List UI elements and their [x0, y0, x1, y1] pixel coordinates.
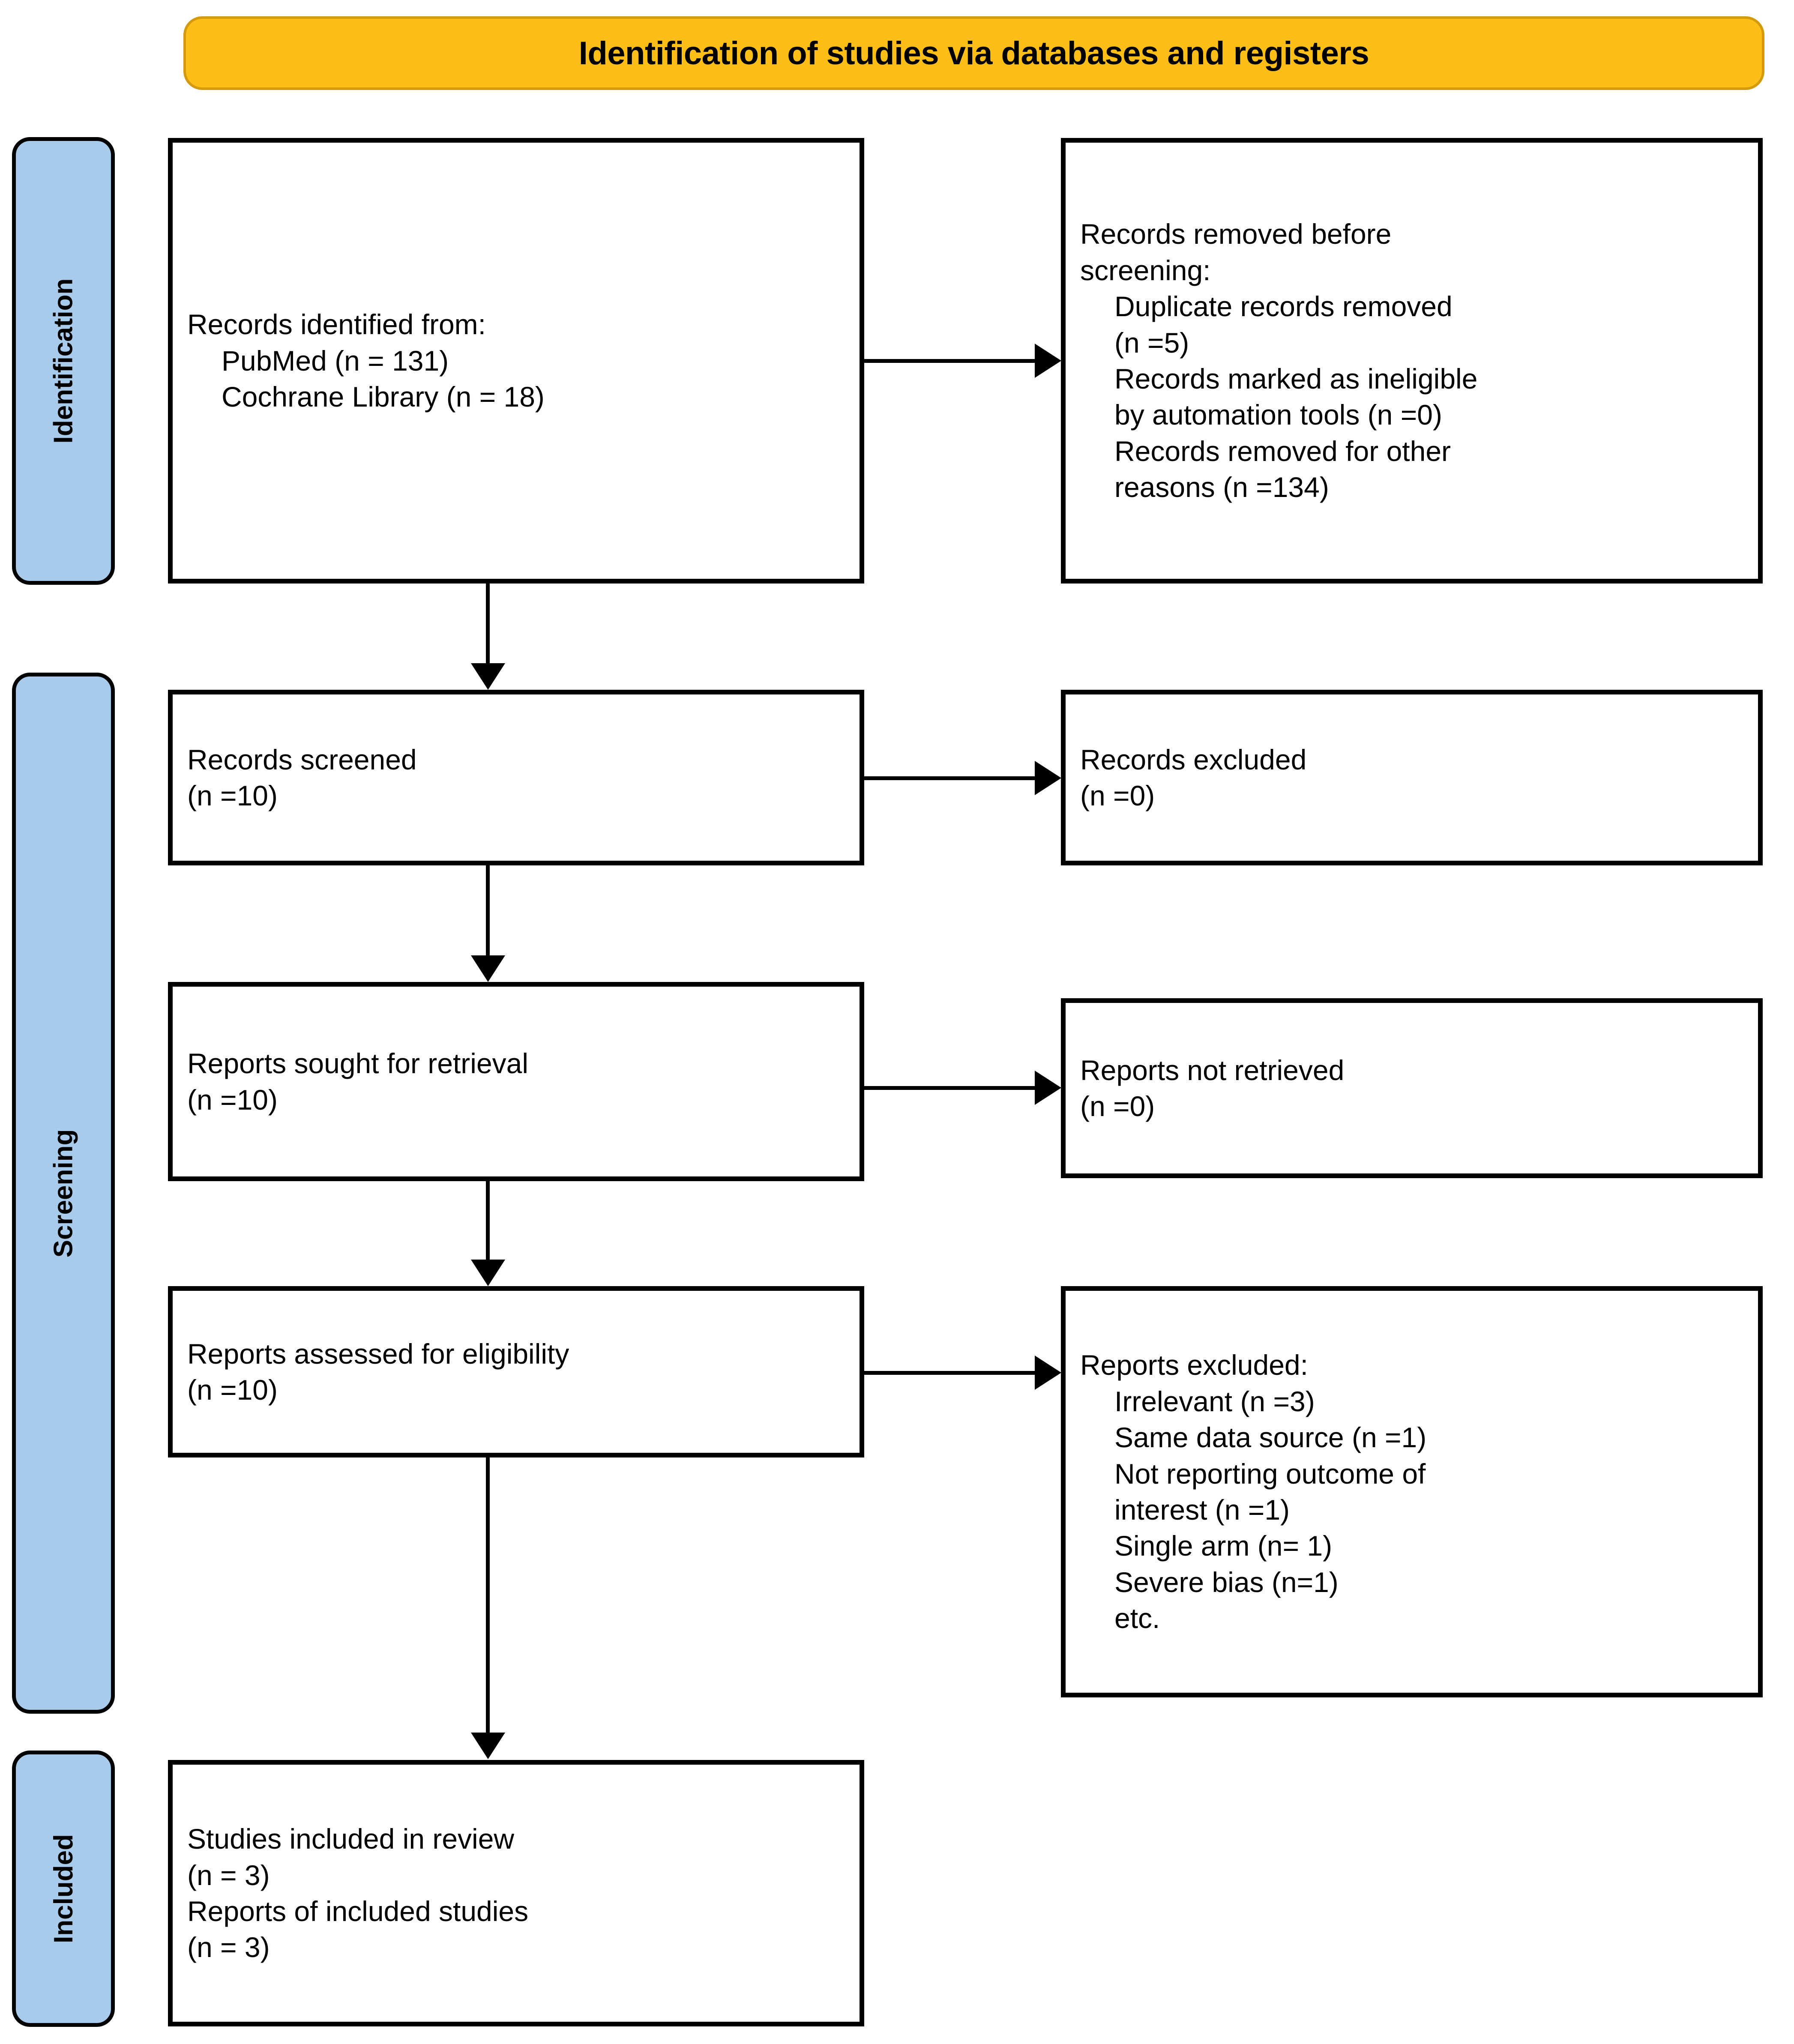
reports-assessed-count: (n =10)	[187, 1374, 278, 1406]
box-reports-sought-for-retrieval: Reports sought for retrieval (n =10)	[168, 982, 864, 1181]
box-records-excluded: Records excluded (n =0)	[1061, 690, 1763, 865]
stage-label-screening: Screening	[48, 1129, 78, 1257]
records-removed-item-other-count: reasons (n =134)	[1114, 471, 1329, 503]
connector-assessed-to-reportsexcluded-arrowhead	[1035, 1356, 1061, 1390]
connector-screened-to-excluded-arrowhead	[1035, 761, 1061, 795]
stage-label-identification: Identification	[48, 278, 78, 444]
records-identified-cochrane: Cochrane Library (n = 18)	[222, 381, 545, 413]
stage-bar-screening: Screening	[12, 673, 115, 1714]
reports-excluded-item-not-reporting-outcome: Not reporting outcome of	[1114, 1457, 1426, 1490]
reports-assessed-label: Reports assessed for eligibility	[187, 1338, 569, 1370]
studies-included-label: Studies included in review	[187, 1823, 515, 1855]
connector-identified-to-removed-arrowhead	[1035, 344, 1061, 378]
records-removed-before-emphasis: before	[1311, 218, 1392, 250]
records-removed-prefix: Records removed	[1080, 218, 1312, 250]
box-records-removed-before-screening: Records removed before screening: Duplic…	[1061, 138, 1763, 584]
records-removed-screening-emphasis: screening	[1080, 254, 1203, 286]
diagram-title: Identification of studies via databases …	[578, 35, 1369, 72]
records-removed-item-duplicate: Duplicate records removed	[1114, 290, 1453, 323]
studies-included-count: (n = 3)	[187, 1859, 270, 1891]
connector-screened-to-excluded-line	[864, 776, 1036, 780]
reports-excluded-item-same-data-source: Same data source (n =1)	[1114, 1422, 1427, 1454]
records-removed-item-other: Records removed for other	[1114, 435, 1451, 467]
connector-assessed-to-reportsexcluded-line	[864, 1371, 1036, 1375]
records-removed-heading-line2: screening:	[1080, 252, 1743, 288]
box-reports-excluded: Reports excluded: Irrelevant (n =3) Same…	[1061, 1286, 1763, 1697]
records-identified-pubmed: PubMed (n = 131)	[222, 344, 449, 377]
records-removed-item-ineligible-count: by automation tools (n =0)	[1114, 399, 1442, 431]
connector-identified-to-screened-arrowhead	[471, 663, 505, 690]
reports-excluded-item-interest-count: interest (n =1)	[1114, 1494, 1290, 1526]
box-studies-included: Studies included in review (n = 3) Repor…	[168, 1760, 864, 2026]
connector-sought-to-assessed-line	[486, 1181, 490, 1261]
reports-of-included-studies-label: Reports of included studies	[187, 1895, 529, 1927]
box-reports-not-retrieved: Reports not retrieved (n =0)	[1061, 998, 1763, 1178]
box-records-screened: Records screened (n =10)	[168, 690, 864, 865]
reports-not-retrieved-count: (n =0)	[1080, 1090, 1155, 1122]
reports-sought-label: Reports sought for retrieval	[187, 1047, 529, 1080]
reports-excluded-item-etc: etc.	[1114, 1602, 1160, 1634]
reports-excluded-item-severe-bias: Severe bias (n=1)	[1114, 1566, 1339, 1598]
reports-excluded-item-single-arm: Single arm (n= 1)	[1114, 1530, 1333, 1562]
records-screened-count: (n =10)	[187, 780, 278, 811]
connector-screened-to-sought-line	[486, 865, 490, 956]
records-removed-item-duplicate-count: (n =5)	[1114, 326, 1189, 359]
records-removed-colon: :	[1203, 254, 1211, 286]
connector-screened-to-sought-arrowhead	[471, 955, 505, 982]
stage-bar-included: Included	[12, 1751, 115, 2027]
connector-sought-to-notretrieved-line	[864, 1086, 1036, 1090]
diagram-header-banner: Identification of studies via databases …	[183, 16, 1764, 90]
records-screened-label: Records screened	[187, 743, 417, 775]
records-excluded-label: Records excluded	[1080, 743, 1307, 775]
records-excluded-count: (n =0)	[1080, 780, 1155, 811]
records-removed-item-ineligible: Records marked as ineligible	[1114, 363, 1478, 395]
records-identified-heading: Records identified from:	[187, 308, 486, 341]
box-records-identified: Records identified from: PubMed (n = 131…	[168, 138, 864, 584]
connector-sought-to-assessed-arrowhead	[471, 1260, 505, 1286]
connector-identified-to-removed-line	[864, 359, 1036, 363]
reports-not-retrieved-label: Reports not retrieved	[1080, 1054, 1345, 1086]
connector-assessed-to-included-arrowhead	[471, 1733, 505, 1759]
connector-sought-to-notretrieved-arrowhead	[1035, 1071, 1061, 1105]
reports-of-included-studies-count: (n = 3)	[187, 1931, 270, 1963]
reports-excluded-heading: Reports excluded:	[1080, 1349, 1308, 1381]
records-removed-heading-line1: Records removed before	[1080, 216, 1743, 252]
connector-assessed-to-included-line	[486, 1457, 490, 1733]
stage-bar-identification: Identification	[12, 137, 115, 585]
reports-sought-count: (n =10)	[187, 1083, 278, 1116]
box-reports-assessed-for-eligibility: Reports assessed for eligibility (n =10)	[168, 1286, 864, 1457]
reports-excluded-item-irrelevant: Irrelevant (n =3)	[1114, 1385, 1315, 1417]
connector-identified-to-screened-line	[486, 584, 490, 666]
stage-label-included: Included	[48, 1834, 78, 1943]
